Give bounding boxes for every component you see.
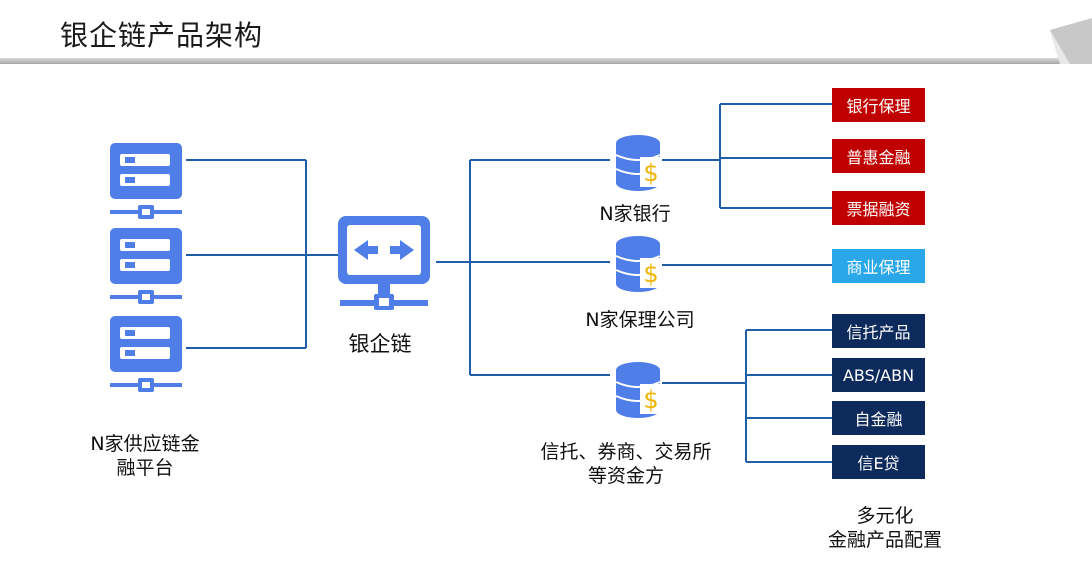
server-icon (110, 316, 182, 392)
product-box-trust-products: 信托产品 (832, 314, 925, 348)
product-box-xin-e-loan: 信E贷 (832, 445, 925, 479)
funders-label-line2: 等资金方 (587, 465, 664, 487)
bank-enterprise-chain-label: 银企链 (348, 332, 412, 356)
diverse-label-line1: 多元化 (856, 505, 914, 527)
funders-label: 信托、券商、交易所 等资金方 (526, 440, 726, 488)
product-box-inclusive-finance: 普惠金融 (832, 139, 925, 173)
server-icon (110, 143, 182, 219)
title-bar (0, 18, 1092, 64)
connector-lines (186, 103, 832, 463)
product-box-bank-factoring: 银行保理 (832, 88, 925, 122)
funders-label-line1: 信托、券商、交易所 (540, 441, 712, 463)
product-box-bill-financing: 票据融资 (832, 191, 925, 225)
bank-database-icon: $ (615, 135, 662, 191)
svg-text:$: $ (643, 386, 658, 414)
trust-database-icon: $ (615, 362, 662, 418)
server-icon (110, 228, 182, 304)
product-box-self-finance: 自金融 (832, 401, 925, 435)
product-box-abs-abn: ABS/ABN (832, 358, 925, 392)
svg-text:$: $ (643, 159, 658, 187)
svg-text:$: $ (643, 260, 658, 288)
supply-chain-platform-label: N家供应链金 融平台 (70, 432, 220, 480)
supply-chain-label-line1: N家供应链金 (90, 433, 200, 455)
supply-chain-label-line2: 融平台 (116, 457, 174, 479)
diverse-label-line2: 金融产品配置 (827, 529, 942, 551)
diverse-products-label: 多元化 金融产品配置 (800, 504, 970, 552)
monitor-network-icon (338, 216, 430, 310)
factoring-database-icon: $ (615, 236, 662, 292)
page-title: 银企链产品架构 (60, 19, 264, 52)
factoring-label: N家保理公司 (585, 309, 695, 331)
product-box-commercial-factoring: 商业保理 (832, 249, 925, 283)
bank-label: N家银行 (599, 203, 671, 225)
